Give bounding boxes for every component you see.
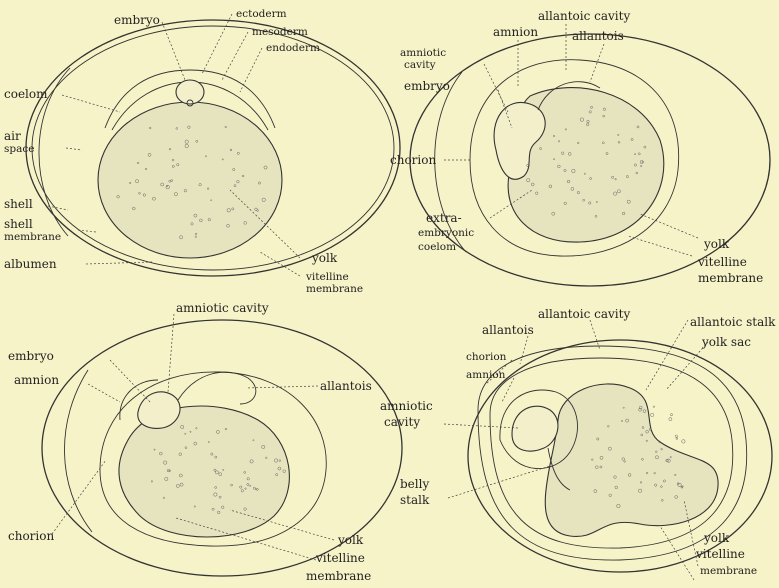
yolk-sac xyxy=(545,384,718,536)
leader-yolk-sac xyxy=(666,342,708,390)
leader-allantois xyxy=(246,386,318,388)
label-embryo: embryo xyxy=(8,349,54,363)
label-allantoic-cavity: allantoic cavity xyxy=(538,9,630,23)
label-membrane: membrane xyxy=(700,565,757,577)
leader-albumen xyxy=(86,262,152,264)
panel-1: embryo ectoderm mesoderm endoderm coelom… xyxy=(4,8,400,295)
leader-amniotic-cavity xyxy=(444,424,518,428)
label-extra: extra- xyxy=(426,211,462,225)
label-yolk: yolk xyxy=(703,531,730,545)
label-endoderm: endoderm xyxy=(266,42,320,54)
label-space: space xyxy=(4,143,34,155)
label-mesoderm: mesoderm xyxy=(252,26,308,38)
label-albumen: albumen xyxy=(4,257,57,271)
label-chorion: chorion xyxy=(390,153,436,167)
label-shell-2: shell xyxy=(4,217,33,231)
label-ectoderm: ectoderm xyxy=(236,8,287,20)
label-allantois: allantois xyxy=(482,323,534,337)
label-amniotic-cavity: amniotic cavity xyxy=(176,301,269,315)
label-yolk-sac: yolk sac xyxy=(701,335,751,349)
allantois xyxy=(178,372,256,404)
label-cavity: cavity xyxy=(384,415,420,429)
label-allantois: allantois xyxy=(572,29,624,43)
leader-mesoderm xyxy=(222,32,248,80)
label-allantoic-stalk: allantoic stalk xyxy=(690,315,776,329)
air-space-boundary xyxy=(435,72,466,252)
label-coelom: coelom xyxy=(418,241,456,253)
stipple-dot xyxy=(651,413,654,416)
stipple-dot xyxy=(670,414,672,416)
label-shell-membrane: membrane xyxy=(4,231,61,243)
label-amnion: amnion xyxy=(466,369,506,381)
label-yolk: yolk xyxy=(337,533,364,547)
label-amniotic: amniotic xyxy=(380,399,433,413)
label-amniotic: amniotic xyxy=(400,47,446,59)
leader-vitelline xyxy=(628,236,692,256)
label-allantois: allantois xyxy=(320,379,372,393)
panel-3: embryo amniotic cavity amnion allantois … xyxy=(8,301,402,583)
embryo xyxy=(138,392,180,429)
label-amnion: amnion xyxy=(14,373,59,387)
label-belly: belly xyxy=(400,477,429,491)
panel-2: amnion allantoic cavity allantois amniot… xyxy=(390,9,770,286)
air-space-boundary xyxy=(64,370,92,532)
leader-yolk xyxy=(640,214,698,238)
label-amnion: amnion xyxy=(493,25,538,39)
label-allantoic-cavity: allantoic cavity xyxy=(538,307,630,321)
label-chorion: chorion xyxy=(466,351,507,363)
stipple-dot xyxy=(653,406,654,407)
embryo xyxy=(512,406,558,451)
leader-belly-stalk xyxy=(448,466,550,498)
leader-coelom xyxy=(62,95,120,112)
stipple-dot xyxy=(669,418,672,421)
leader-vitelline xyxy=(660,526,694,580)
label-membrane: membrane xyxy=(306,569,371,583)
yolk xyxy=(98,102,282,258)
leader-allantoic-cavity xyxy=(590,320,600,350)
label-yolk: yolk xyxy=(311,251,338,265)
label-air: air xyxy=(4,129,21,143)
leader-ectoderm xyxy=(202,14,232,74)
leader-chorion xyxy=(52,460,106,534)
label-embryonic: embryonic xyxy=(418,227,474,239)
leader-endoderm xyxy=(240,48,262,92)
stipple-dot xyxy=(682,440,686,444)
stipple-dot xyxy=(675,435,677,437)
label-vitelline: vitelline xyxy=(697,255,747,269)
leader-embryo xyxy=(110,360,150,402)
leader-amnion xyxy=(88,384,120,402)
label-coelom: coelom xyxy=(4,87,48,101)
label-vitelline: vitelline xyxy=(695,547,745,561)
label-cavity: cavity xyxy=(404,59,436,71)
label-embryo: embryo xyxy=(114,13,160,27)
stipple-dot xyxy=(676,438,678,440)
panel-4: allantoic cavity allantois allantoic sta… xyxy=(380,307,776,580)
leader-allantoic-stalk xyxy=(646,320,688,390)
label-vitelline: vitelline xyxy=(305,271,349,283)
label-vitelline-membrane: membrane xyxy=(306,283,363,295)
leader-air-space xyxy=(66,148,82,150)
label-chorion: chorion xyxy=(8,529,54,543)
label-yolk: yolk xyxy=(703,237,730,251)
label-stalk: stalk xyxy=(400,493,430,507)
label-embryo: embryo xyxy=(404,79,450,93)
leader-allantois xyxy=(520,336,528,364)
label-shell: shell xyxy=(4,197,33,211)
label-vitelline: vitelline xyxy=(315,551,365,565)
label-membrane: membrane xyxy=(698,271,763,285)
